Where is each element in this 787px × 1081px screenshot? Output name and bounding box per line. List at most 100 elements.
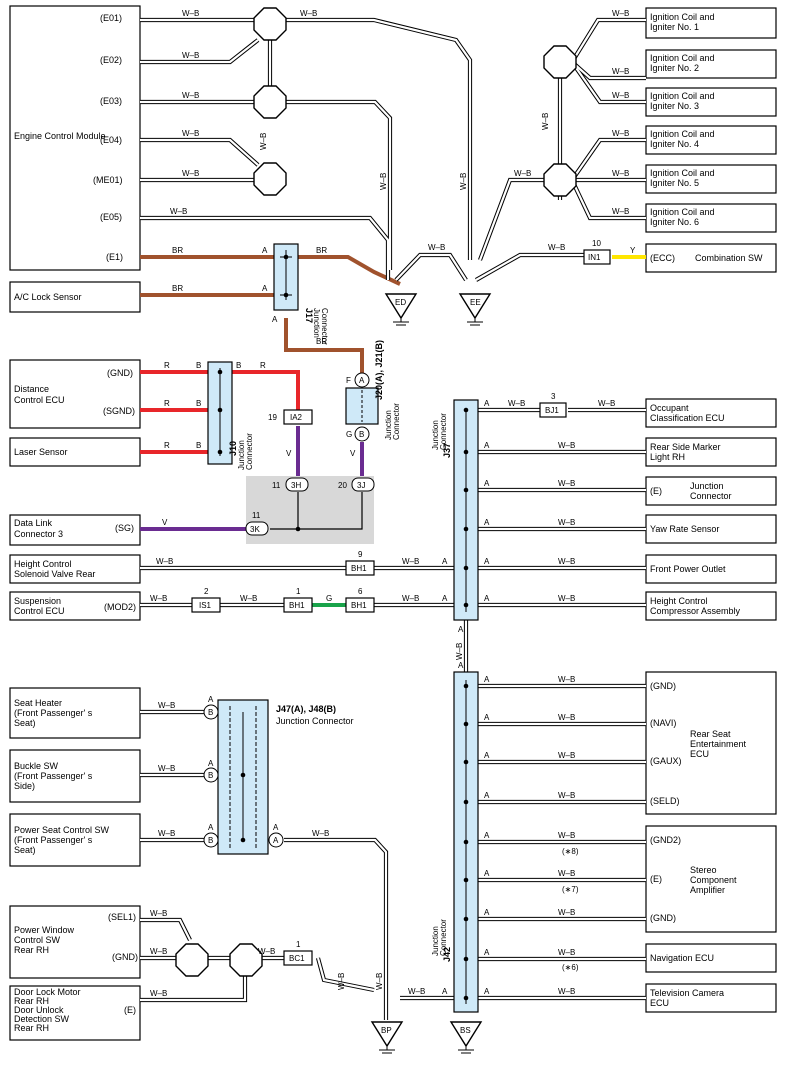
svg-text:1: 1 bbox=[296, 587, 301, 596]
svg-text:W–B: W–B bbox=[558, 518, 575, 527]
svg-text:A: A bbox=[442, 594, 448, 603]
rear-marker-label: Rear Side Marker bbox=[650, 442, 721, 452]
svg-text:B: B bbox=[236, 361, 241, 370]
ecm-pin-e1: (E1) bbox=[106, 252, 123, 262]
svg-text:Ignition Coil and: Ignition Coil and bbox=[650, 168, 715, 178]
svg-text:A: A bbox=[484, 594, 490, 603]
svg-text:Connector: Connector bbox=[245, 433, 254, 470]
svg-text:V: V bbox=[286, 449, 292, 458]
occupant-ecu-box bbox=[645, 398, 777, 428]
yaw-sensor-box bbox=[645, 514, 777, 544]
svg-text:3H: 3H bbox=[291, 481, 301, 490]
svg-text:ED: ED bbox=[395, 298, 406, 307]
svg-text:W–B: W–B bbox=[182, 169, 199, 178]
svg-text:W–B: W–B bbox=[240, 594, 257, 603]
svg-text:W–B: W–B bbox=[558, 557, 575, 566]
ecm-pin-e02: (E02) bbox=[100, 55, 122, 65]
svg-text:Junction: Junction bbox=[237, 440, 246, 470]
svg-text:A: A bbox=[208, 823, 214, 832]
yaw-sensor-label: Yaw Rate Sensor bbox=[650, 524, 719, 534]
j20-connector: J20(A), J21(B) Junction Connector bbox=[345, 340, 401, 440]
rear-marker-box bbox=[645, 437, 777, 467]
svg-text:B: B bbox=[208, 771, 213, 780]
svg-text:Seat): Seat) bbox=[14, 718, 36, 728]
svg-text:19: 19 bbox=[268, 413, 277, 422]
svg-text:Rear RH: Rear RH bbox=[14, 996, 49, 1006]
svg-text:J10: J10 bbox=[228, 441, 238, 456]
pin-circles: A B B B B A bbox=[203, 372, 370, 848]
svg-text:BJ1: BJ1 bbox=[545, 406, 559, 415]
svg-text:W–B: W–B bbox=[379, 173, 388, 190]
svg-text:(GND2): (GND2) bbox=[650, 835, 681, 845]
svg-text:Junction Connector: Junction Connector bbox=[276, 716, 354, 726]
svg-text:R: R bbox=[164, 441, 170, 450]
j17-connector: J17 Junction Connector bbox=[273, 243, 329, 345]
j47-connector: J47(A), J48(B) Junction Connector bbox=[217, 699, 354, 855]
shaded-wiring bbox=[270, 492, 363, 530]
svg-text:BH1: BH1 bbox=[289, 601, 305, 610]
svg-text:Solenoid Valve Rear: Solenoid Valve Rear bbox=[14, 569, 95, 579]
svg-text:W–B: W–B bbox=[182, 91, 199, 100]
svg-text:A: A bbox=[262, 246, 268, 255]
svg-text:Seat): Seat) bbox=[14, 845, 36, 855]
svg-text:B: B bbox=[208, 836, 213, 845]
svg-text:W–B: W–B bbox=[300, 9, 317, 18]
svg-text:W–B: W–B bbox=[158, 701, 175, 710]
svg-text:W–B: W–B bbox=[598, 399, 615, 408]
j42-connector: J42 Junction Connector bbox=[431, 671, 479, 1013]
svg-text:3K: 3K bbox=[250, 525, 260, 534]
svg-text:Door Unlock: Door Unlock bbox=[14, 1005, 64, 1015]
svg-text:9: 9 bbox=[358, 550, 363, 559]
svg-text:(Front Passenger' s: (Front Passenger' s bbox=[14, 771, 93, 781]
svg-text:A: A bbox=[484, 869, 490, 878]
svg-text:W–B: W–B bbox=[508, 399, 525, 408]
svg-text:W–B: W–B bbox=[541, 113, 550, 130]
svg-text:EE: EE bbox=[470, 298, 481, 307]
svg-text:G: G bbox=[346, 430, 352, 439]
height-compressor-box bbox=[645, 591, 777, 621]
tv-camera-label: Television Camera bbox=[650, 988, 724, 998]
svg-text:B: B bbox=[208, 708, 213, 717]
svg-text:W–B: W–B bbox=[558, 441, 575, 450]
svg-text:W–B: W–B bbox=[612, 169, 629, 178]
laser-sensor-label: Laser Sensor bbox=[14, 447, 68, 457]
svg-text:W–B: W–B bbox=[170, 207, 187, 216]
svg-text:Entertainment: Entertainment bbox=[690, 739, 747, 749]
svg-text:A: A bbox=[484, 675, 490, 684]
svg-text:BC1: BC1 bbox=[289, 954, 305, 963]
j10-connector: J10 Junction Connector bbox=[207, 361, 254, 470]
svg-text:W–B: W–B bbox=[558, 987, 575, 996]
svg-text:V: V bbox=[162, 518, 168, 527]
svg-text:A: A bbox=[484, 479, 490, 488]
ground-symbols: ED EE BP BS bbox=[370, 293, 492, 1054]
svg-text:(E): (E) bbox=[650, 874, 662, 884]
svg-text:BS: BS bbox=[460, 1026, 471, 1035]
svg-text:Amplifier: Amplifier bbox=[690, 885, 725, 895]
power-window-label: Power Window bbox=[14, 925, 75, 935]
svg-text:A: A bbox=[272, 315, 278, 324]
svg-text:A: A bbox=[273, 823, 279, 832]
combination-sw-label: Combination SW bbox=[695, 253, 763, 263]
svg-text:A: A bbox=[458, 625, 464, 634]
svg-text:W–B: W–B bbox=[158, 829, 175, 838]
svg-text:Ignition Coil and: Ignition Coil and bbox=[650, 12, 715, 22]
svg-text:W–B: W–B bbox=[258, 947, 275, 956]
svg-text:Junction: Junction bbox=[431, 420, 440, 450]
nav-ecu-box bbox=[645, 943, 777, 973]
svg-text:Connector: Connector bbox=[439, 919, 448, 956]
svg-text:Y: Y bbox=[630, 246, 636, 255]
ecm-pin-e03: (E03) bbox=[100, 96, 122, 106]
seat-heater-box bbox=[9, 687, 141, 739]
svg-text:W–B: W–B bbox=[182, 51, 199, 60]
stereo-amp-box bbox=[645, 825, 777, 933]
ecm-pin-e05: (E05) bbox=[100, 212, 122, 222]
svg-text:W–B: W–B bbox=[558, 948, 575, 957]
door-lock-label: Door Lock Motor bbox=[14, 987, 81, 997]
svg-text:W–B: W–B bbox=[337, 973, 346, 990]
svg-text:Igniter No. 5: Igniter No. 5 bbox=[650, 178, 699, 188]
svg-text:BH1: BH1 bbox=[351, 564, 367, 573]
ac-lock-sensor-label: A/C Lock Sensor bbox=[14, 292, 82, 302]
svg-text:1: 1 bbox=[296, 940, 301, 949]
buckle-sw-box bbox=[9, 749, 141, 803]
svg-text:A: A bbox=[484, 987, 490, 996]
